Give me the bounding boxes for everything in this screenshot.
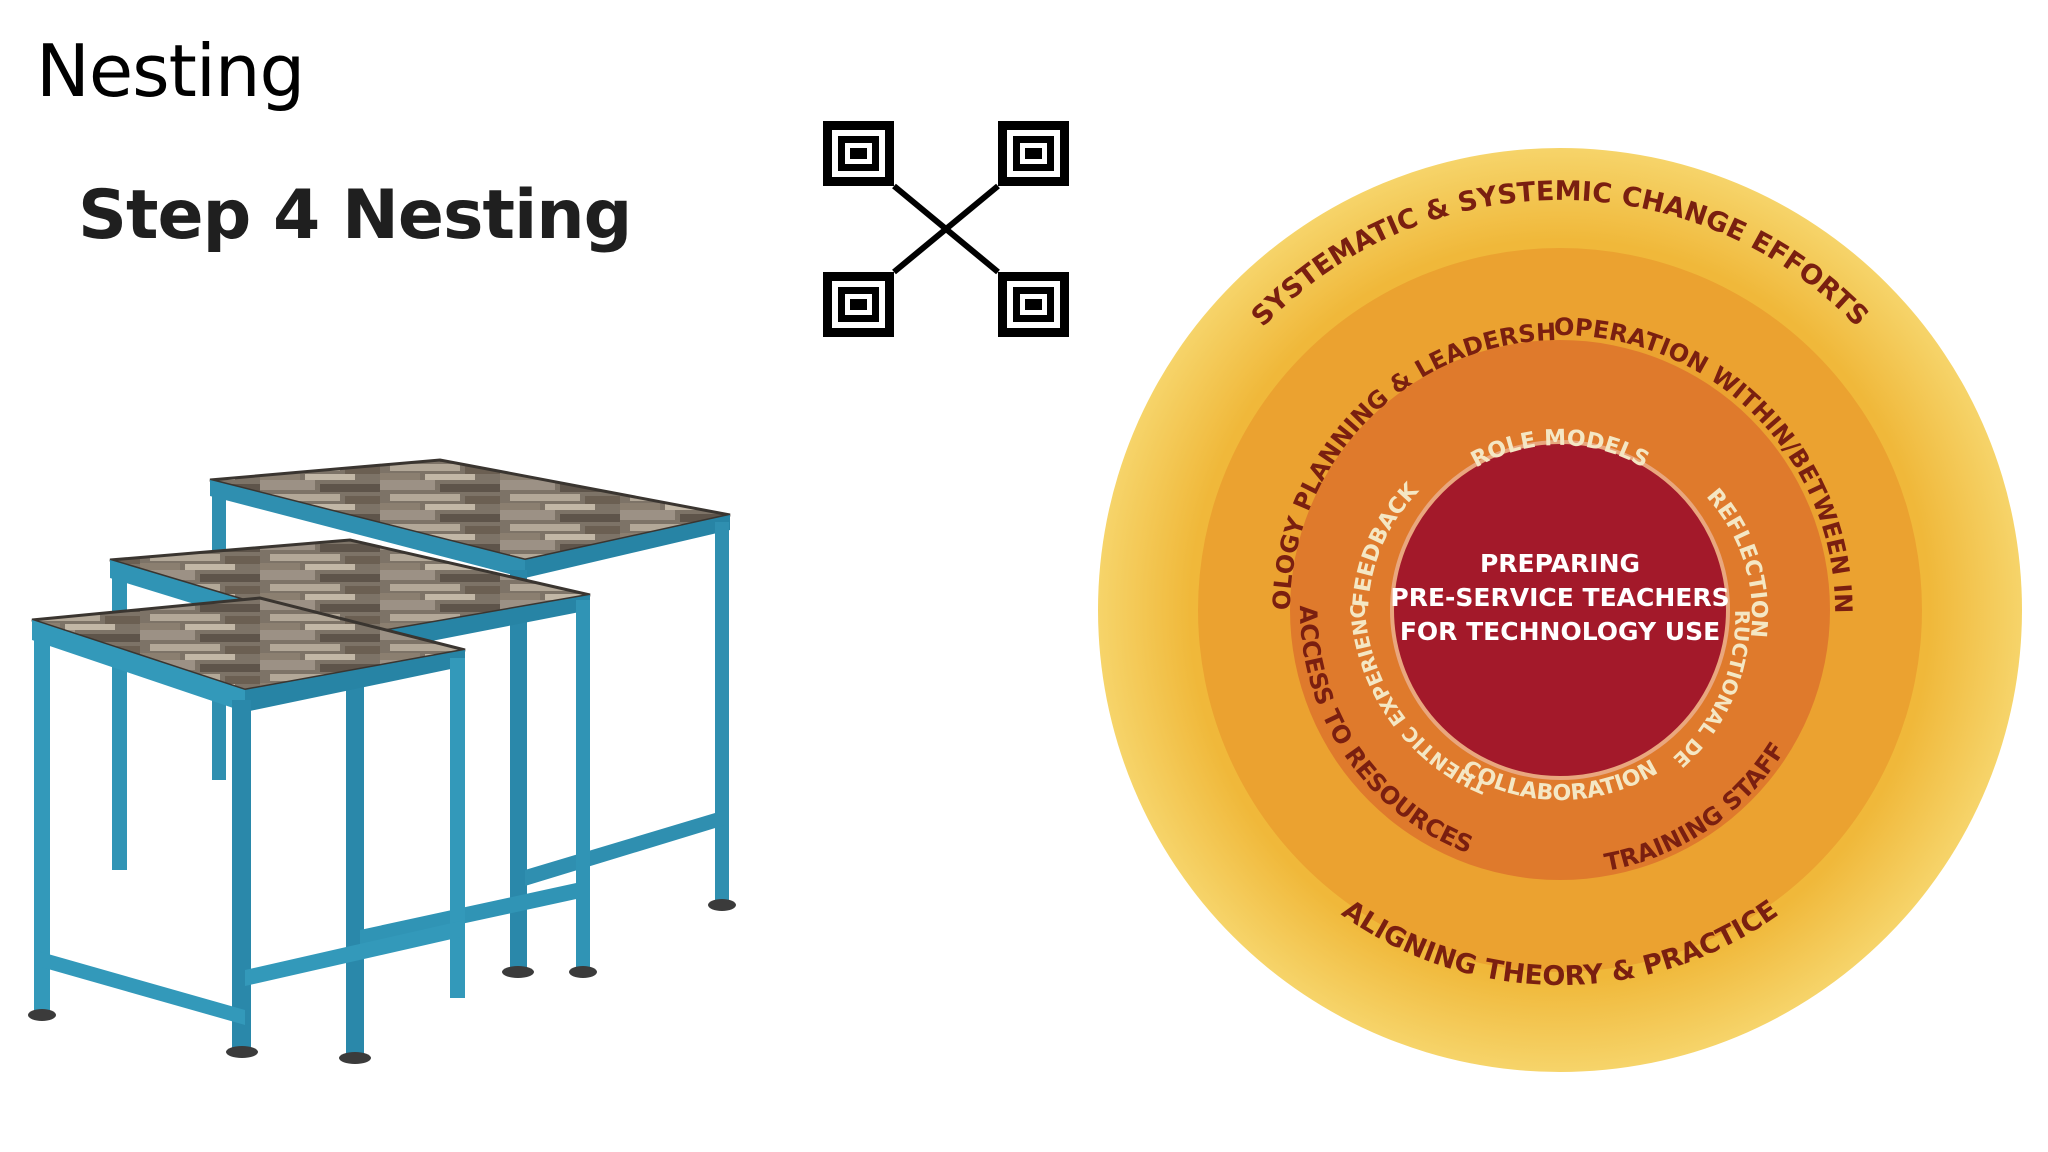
nesting-square-top-right	[998, 121, 1069, 186]
nesting-tables-illustration	[28, 458, 736, 1064]
core-line-1: PREPARING	[1480, 549, 1640, 578]
step-label: Step 4 Nesting	[78, 176, 632, 255]
nesting-square-bottom-left	[823, 272, 894, 337]
core-line-3: FOR TECHNOLOGY USE	[1400, 617, 1720, 646]
nesting-square-top-left	[823, 121, 894, 186]
small-table	[31, 596, 466, 1050]
core-line-2: PRE-SERVICE TEACHERS	[1390, 583, 1729, 612]
nesting-diagram: SYSTEMATIC & SYSTEMIC CHANGE EFFORTS ALI…	[1090, 140, 2022, 1072]
nesting-square-bottom-right	[998, 272, 1069, 337]
nesting-squares-symbol-icon	[823, 121, 1069, 337]
core-circle	[1390, 440, 1730, 780]
slide-title: Nesting	[36, 29, 305, 113]
large-table	[209, 458, 731, 970]
